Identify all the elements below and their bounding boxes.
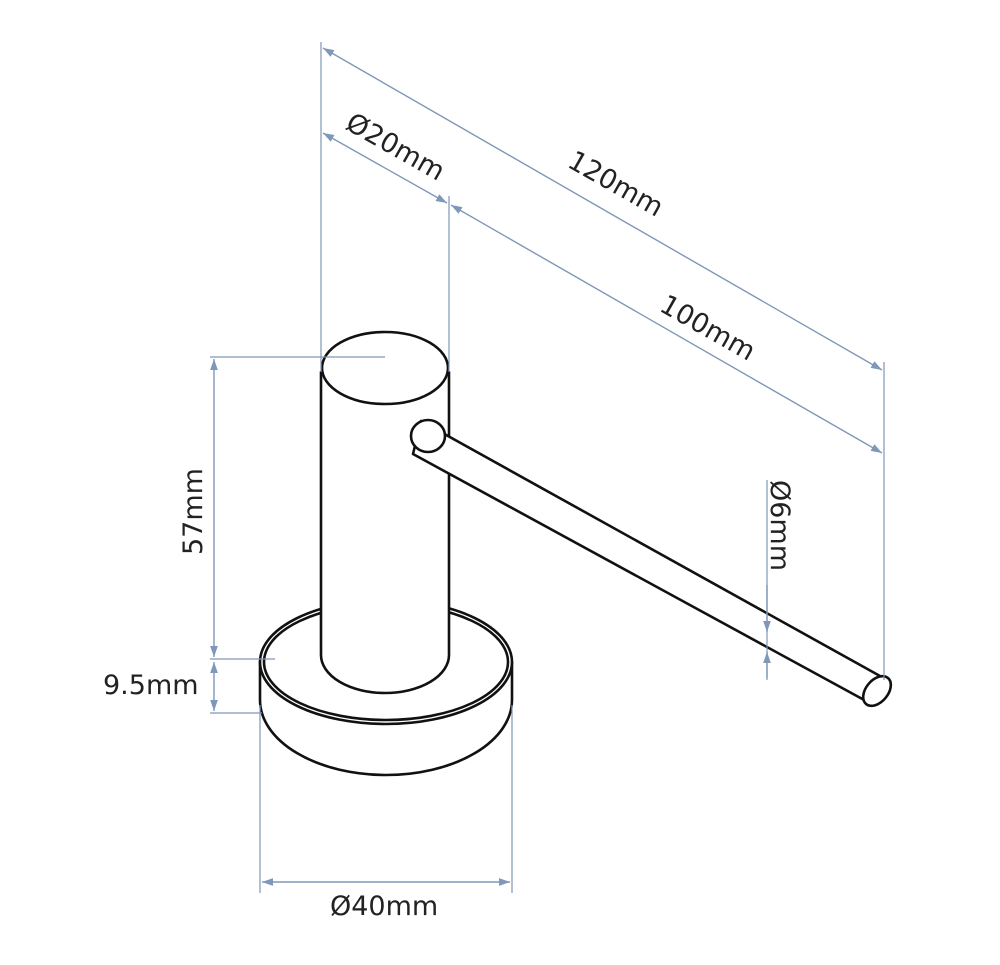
dim-line-120mm bbox=[322, 47, 883, 371]
label-spout-length: 100mm bbox=[655, 289, 761, 367]
extension-lines bbox=[210, 42, 885, 893]
label-body-diameter: Ø20mm bbox=[341, 107, 450, 187]
body-cylinder bbox=[319, 330, 451, 695]
dim-line-100mm bbox=[450, 204, 883, 454]
dispenser-outline bbox=[258, 330, 893, 777]
label-base-diameter: Ø40mm bbox=[330, 891, 438, 922]
dimension-lines bbox=[210, 47, 883, 886]
dim-line-20mm bbox=[322, 132, 448, 204]
label-spout-diameter: Ø6mm bbox=[764, 480, 795, 571]
label-base-height: 9.5mm bbox=[103, 670, 199, 701]
label-body-height: 57mm bbox=[178, 468, 209, 555]
label-overall-length: 120mm bbox=[563, 145, 669, 223]
